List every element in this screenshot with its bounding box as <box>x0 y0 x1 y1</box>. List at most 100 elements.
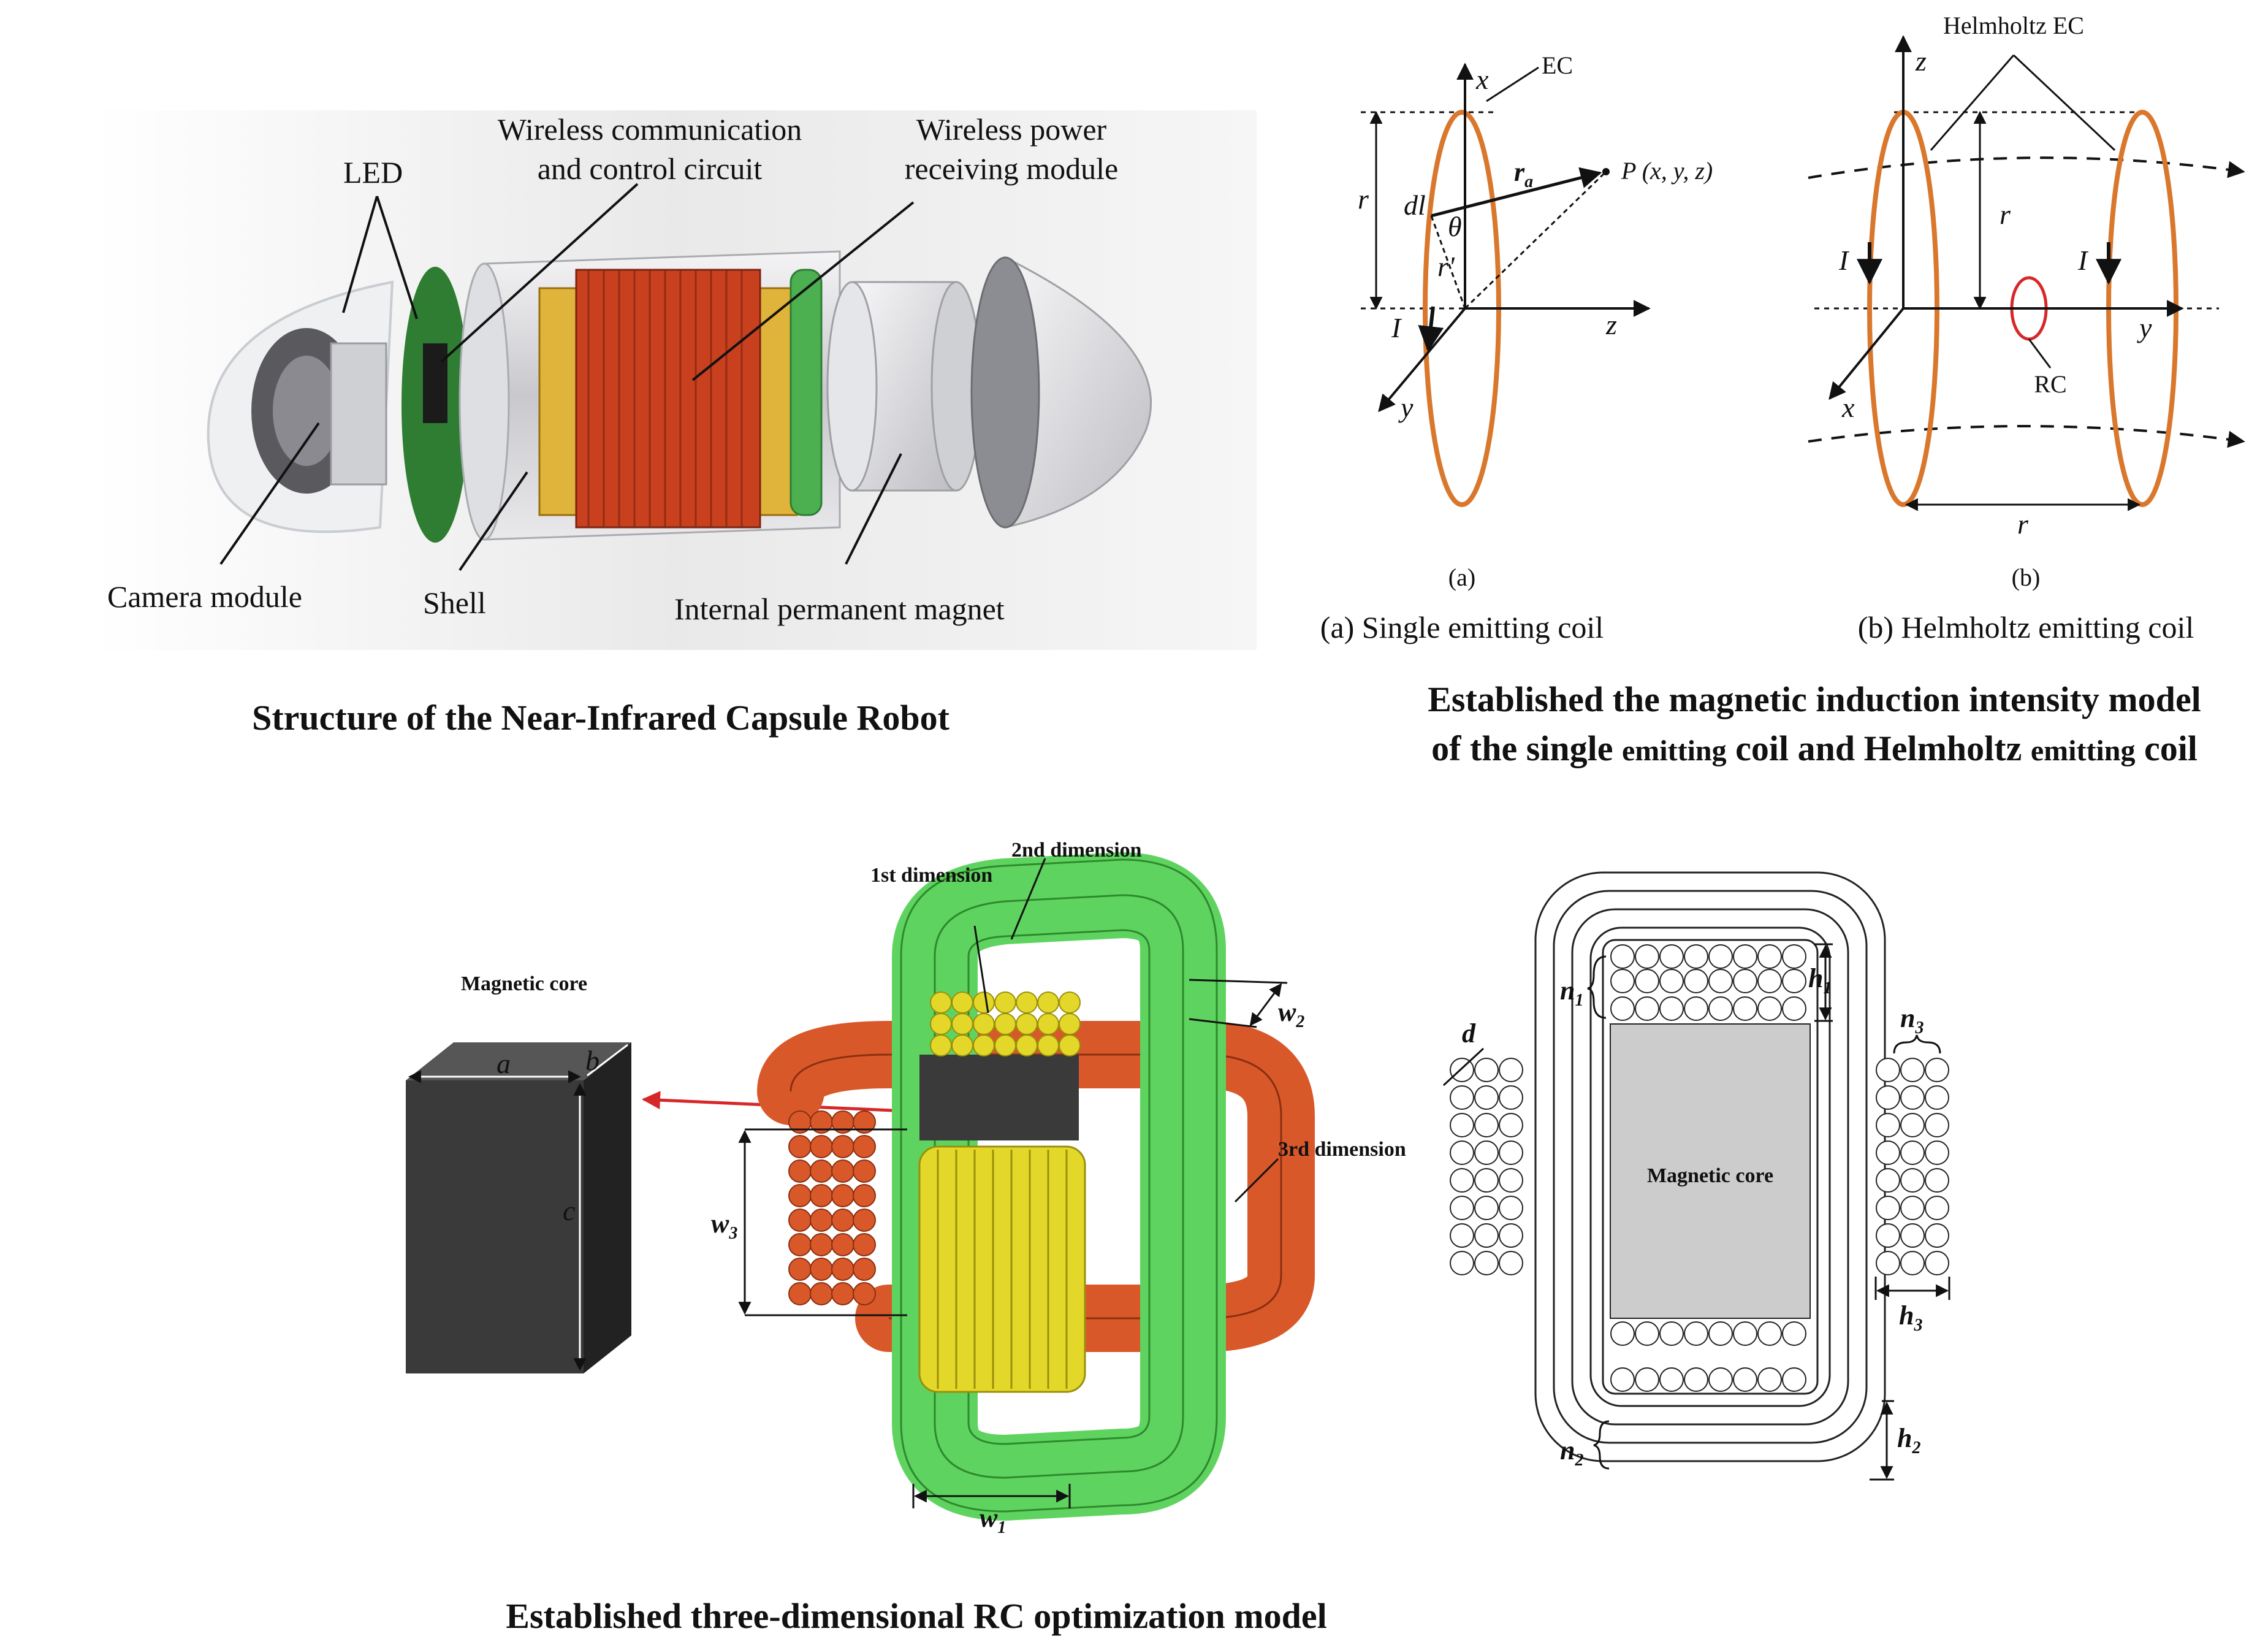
origin-to-p-line <box>1464 170 1607 310</box>
wireless-power-label-line1: Wireless power <box>916 112 1107 147</box>
helm-current-left-label: I <box>1838 245 1850 276</box>
wireless-comm-label-line2: and control circuit <box>538 151 763 186</box>
w1-label: w1 <box>980 1503 1006 1537</box>
wireless-power-label-line2: receiving module <box>905 151 1119 186</box>
core-b-label: b <box>585 1045 599 1076</box>
helm-x-label: x <box>1841 392 1855 423</box>
n1-brace <box>1587 955 1607 1019</box>
w2-ext-top <box>1189 979 1288 984</box>
point-p-marker <box>1602 168 1610 175</box>
core-front-face <box>406 1080 584 1373</box>
rc-optimization-caption: Established three-dimensional RC optimiz… <box>506 1596 1326 1636</box>
second-dim-leader <box>1010 858 1046 940</box>
w2-dim <box>1249 983 1282 1026</box>
d-label: d <box>1462 1018 1476 1048</box>
r-prime-line <box>1430 215 1466 309</box>
helm-ec-label: Helmholtz EC <box>1943 12 2084 39</box>
h3-label: h3 <box>1899 1301 1922 1335</box>
section-right-winding <box>1876 1058 1949 1275</box>
panel-b-label: (b) <box>2012 563 2041 591</box>
helm-y-label: y <box>2137 312 2152 343</box>
helm-z-label: z <box>1915 45 1927 77</box>
core-c-label: c <box>563 1195 575 1226</box>
section-core-label: Magnetic core <box>1647 1164 1773 1187</box>
coil-model-caption-line1: Established the magnetic induction inten… <box>1428 679 2201 719</box>
end-cap-render <box>1004 256 1152 529</box>
single-ec-label: EC <box>1542 52 1573 79</box>
single-coil-panel: r x z y EC ra P (x, y, z) dl r' θ I (a) … <box>1320 52 1713 644</box>
coil-model-caption-line2: of the single emitting coil and Helmholt… <box>1431 728 2198 768</box>
single-y-axis <box>1378 307 1466 413</box>
ra-vector <box>1431 167 1602 218</box>
point-p-label: P (x, y, z) <box>1621 157 1713 185</box>
first-dimension-winding-body <box>918 1145 1086 1393</box>
helm-r-spacing-label: r <box>2017 508 2029 540</box>
n3-brace <box>1893 1034 1941 1054</box>
rc-leader <box>2028 338 2052 369</box>
core-a-label: a <box>497 1048 511 1079</box>
third-dimension-label: 3rd dimension <box>1278 1138 1406 1161</box>
helm-x-axis <box>1828 307 1905 400</box>
single-current-arrow <box>1418 306 1444 353</box>
first-dim-leader <box>973 925 989 1014</box>
single-coil-caption: (a) Single emitting coil <box>1320 610 1604 644</box>
camera-module-label: Camera module <box>107 579 302 614</box>
theta-label: θ <box>1448 211 1462 242</box>
rc-label: RC <box>2034 370 2066 398</box>
shell-label: Shell <box>423 586 486 620</box>
section-bottom-winding <box>1610 1321 1806 1392</box>
camera-module-render <box>251 328 387 494</box>
first-dimension-winding-top <box>930 991 1081 1056</box>
helm-r-vertical-label: r <box>2000 199 2011 230</box>
helm-ec-leader-left <box>1930 55 2015 151</box>
n3-label: n3 <box>1900 1003 1924 1037</box>
core-side-face <box>584 1042 631 1373</box>
led-label: LED <box>343 155 403 189</box>
third-dim-leader <box>1234 1158 1279 1203</box>
helmholtz-panel: z y x r r I I Helmholtz EC RC (b) (b) He… <box>1808 12 2245 644</box>
coil3d-core <box>919 1055 1079 1140</box>
third-dimension-winding <box>757 1021 1315 1352</box>
capsule-panel: LED Wireless communication and control c… <box>92 110 1257 738</box>
end-cap-rim <box>970 256 1040 529</box>
field-line-bottom <box>1808 425 2245 448</box>
w3-label: w3 <box>711 1209 737 1243</box>
helm-ec-leader-right <box>2012 54 2116 151</box>
helm-current-right-label: I <box>2077 245 2089 276</box>
permanent-magnet-render <box>826 281 982 492</box>
single-r-label: r <box>1358 183 1369 215</box>
panel-a-label: (a) <box>1448 563 1475 591</box>
cross-section-panel: Magnetic core <box>1442 871 1950 1481</box>
section-core <box>1610 1023 1811 1319</box>
wireless-comm-label-line1: Wireless communication <box>498 112 802 147</box>
core-panel: Magnetic core a b c <box>406 972 631 1373</box>
receiving-coil-render <box>538 269 823 529</box>
second-dimension-label: 2nd dimension <box>1011 839 1142 861</box>
helmholtz-coil-caption: (b) Helmholtz emitting coil <box>1858 610 2194 644</box>
r-prime-label: r' <box>1437 251 1455 282</box>
section-top-winding <box>1610 944 1806 1021</box>
n2-label: n2 <box>1560 1435 1583 1470</box>
magnet-label: Internal permanent magnet <box>674 592 1005 626</box>
single-z-label: z <box>1605 309 1617 340</box>
pcb-board <box>401 267 469 543</box>
w2-ext-bottom <box>1189 1018 1257 1028</box>
capsule-leader-lines <box>219 183 915 571</box>
w2-label: w2 <box>1278 997 1304 1031</box>
ra-label: ra <box>1514 157 1533 191</box>
outer-winding-rings <box>1534 871 1886 1462</box>
single-y-label: y <box>1398 392 1414 423</box>
core-title: Magnetic core <box>461 972 587 995</box>
coil3d-panel: w3 w1 w2 1st dimension 2nd dimension 3rd… <box>711 839 1406 1537</box>
d-dim <box>1442 1047 1485 1087</box>
ec-leader <box>1486 66 1539 102</box>
section-left-winding <box>1450 1058 1523 1275</box>
single-current-label: I <box>1391 312 1402 343</box>
capsule-caption: Structure of the Near-Infrared Capsule R… <box>252 698 950 738</box>
n2-brace <box>1593 1420 1610 1470</box>
field-line-top <box>1808 156 2245 179</box>
core-b-dim <box>587 1044 628 1077</box>
n1-label: n1 <box>1560 976 1583 1010</box>
h1-label: h1 <box>1808 963 1832 998</box>
